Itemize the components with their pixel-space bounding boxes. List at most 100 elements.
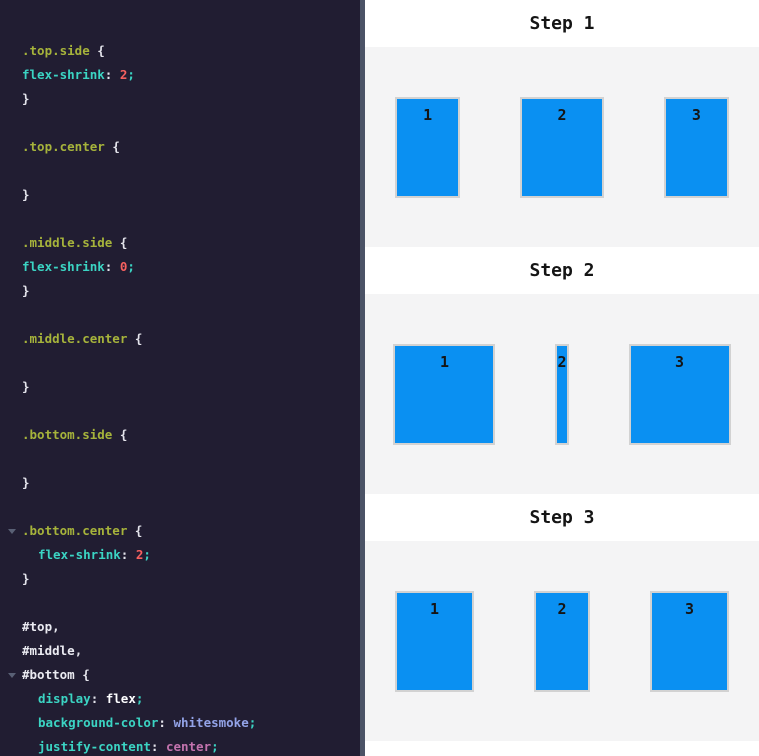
code-token: } [22,91,30,106]
code-token: { [127,331,143,346]
code-line[interactable] [22,159,360,183]
code-line[interactable]: } [22,87,360,111]
code-line[interactable] [22,495,360,519]
code-token: : [158,715,166,730]
code-line[interactable]: background-color: whitesmoke; [22,711,360,735]
code-token: 2 [128,547,144,562]
code-line[interactable] [22,303,360,327]
code-token: #bottom [22,667,75,682]
step-1-stage: 1 2 3 [365,47,759,247]
code-line[interactable]: } [22,279,360,303]
code-line[interactable] [22,399,360,423]
step-2-title: Step 2 [365,247,759,294]
code-line[interactable]: .bottom.center { [8,519,360,543]
code-token: background-color [38,715,159,730]
code-token: #middle [22,643,75,658]
code-line[interactable]: justify-content: center; [22,735,360,756]
code-token: } [22,571,30,586]
code-line[interactable] [22,111,360,135]
code-line[interactable] [22,207,360,231]
code-token: ; [135,691,144,706]
code-token: .top.side [22,43,90,58]
code-line[interactable]: .bottom.side { [22,423,360,447]
code-token: ; [211,739,219,754]
code-line[interactable] [22,447,360,471]
code-token: { [74,667,90,682]
code-token: { [104,139,120,154]
code-token: { [89,43,105,58]
step-2-stage: 1 2 3 [365,294,759,494]
flex-box-3: 3 [650,590,729,692]
code-token: ; [248,715,257,730]
code-line[interactable]: flex-shrink: 0; [22,255,360,279]
code-line[interactable]: .middle.side { [22,231,360,255]
code-line[interactable]: } [22,183,360,207]
panel-divider[interactable] [360,0,365,756]
flex-box-3: 3 [628,343,731,445]
code-token: { [112,427,128,442]
code-token: ; [127,67,135,82]
code-token: : [90,691,99,706]
code-token: } [22,187,30,202]
code-line[interactable]: .top.center { [22,135,360,159]
code-token: } [22,379,30,394]
code-line[interactable]: #bottom { [8,663,360,687]
fold-arrow-icon[interactable] [8,673,16,678]
code-editor[interactable]: .top.side {flex-shrink: 2;}.top.center {… [0,0,360,756]
code-token: , [74,643,83,658]
step-2-section: Step 2 1 2 3 [365,247,759,494]
code-token: , [52,619,60,634]
fold-arrow-icon[interactable] [8,529,16,534]
code-line[interactable]: #top, [22,615,360,639]
code-token: center [158,739,212,754]
code-line[interactable]: #middle, [22,639,360,663]
code-line[interactable]: .middle.center { [22,327,360,351]
code-line[interactable]: } [22,375,360,399]
code-token: 0 [112,259,128,274]
code-line[interactable] [22,591,360,615]
code-token: .top.center [22,139,105,154]
code-line[interactable]: display: flex; [22,687,360,711]
code-token: flex [98,691,136,706]
code-token: ; [143,547,151,562]
code-token: .middle.center [22,331,128,346]
code-line[interactable]: .top.side { [22,39,360,63]
code-token: : [120,547,129,562]
code-token: : [104,259,113,274]
flex-box-3: 3 [663,96,729,198]
flex-box-1: 1 [395,96,461,198]
code-line[interactable] [22,351,360,375]
code-token: { [112,235,128,250]
step-3-stage: 1 2 3 [365,541,759,741]
code-line[interactable]: } [22,567,360,591]
code-token: } [22,475,30,490]
flex-box-2: 2 [520,96,604,198]
code-token: justify-content [38,739,151,754]
code-token: display [38,691,91,706]
code-token: ; [127,259,135,274]
flex-box-2: 2 [534,590,590,692]
code-line[interactable]: flex-shrink: 2; [22,63,360,87]
code-line[interactable]: } [22,471,360,495]
code-token: 2 [112,67,128,82]
flex-box-1: 1 [393,343,496,445]
step-1-title: Step 1 [365,0,759,47]
flex-box-1: 1 [395,590,474,692]
code-token: { [127,523,143,538]
code-line[interactable]: flex-shrink: 2; [22,543,360,567]
step-3-section: Step 3 1 2 3 [365,494,759,741]
flex-box-2: 2 [555,343,569,445]
code-token: #top [22,619,53,634]
code-token: flex-shrink [22,259,105,274]
next-step-header-partial [365,741,759,756]
code-token: .bottom.side [22,427,113,442]
code-token: flex-shrink [38,547,121,562]
code-token: .bottom.center [22,523,128,538]
code-token: whitesmoke [165,715,249,730]
step-3-title: Step 3 [365,494,759,541]
code-token: } [22,283,30,298]
code-token: : [150,739,159,754]
code-token: : [104,67,113,82]
code-token: .middle.side [22,235,113,250]
